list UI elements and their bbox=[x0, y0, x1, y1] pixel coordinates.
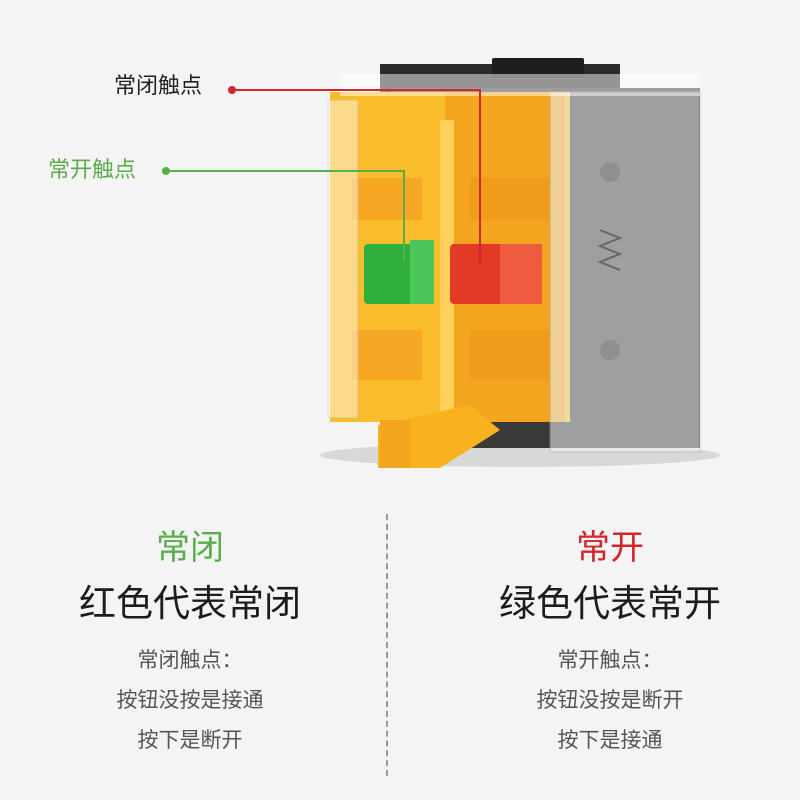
nc-title: 常闭 bbox=[156, 528, 224, 568]
normally-closed-callout: 常闭触点 bbox=[114, 74, 203, 99]
screw-bottom bbox=[600, 340, 620, 360]
no-title: 常开 bbox=[576, 528, 644, 568]
spring bbox=[597, 229, 623, 271]
normally-closed-panel: 常闭 红色代表常闭 常闭触点： 按钮没按是接通 按下是断开 bbox=[0, 528, 380, 760]
slot-1 bbox=[352, 178, 422, 220]
no-desc-line: 按下是接通 bbox=[557, 728, 663, 752]
slot-3 bbox=[352, 330, 422, 380]
dashed-divider bbox=[386, 514, 388, 776]
contact-block-photo bbox=[162, 58, 720, 468]
black-clip bbox=[492, 58, 584, 78]
nc-desc-line: 常闭触点： bbox=[137, 648, 243, 672]
divider-rib bbox=[440, 120, 454, 420]
nc-description: 常闭触点： 按钮没按是接通 按下是断开 bbox=[0, 640, 380, 760]
nc-desc-line: 按下是断开 bbox=[137, 728, 243, 752]
clear-cover-right bbox=[549, 91, 701, 453]
tab-notch bbox=[380, 420, 410, 468]
no-subtitle: 绿色代表常开 bbox=[499, 582, 721, 625]
slot-4 bbox=[470, 330, 550, 380]
screw-top bbox=[600, 162, 620, 182]
nc-subtitle: 红色代表常闭 bbox=[79, 582, 301, 625]
clear-cover-left bbox=[327, 99, 359, 419]
slot-2 bbox=[470, 178, 550, 220]
red-plunger-top bbox=[500, 244, 542, 304]
no-leader bbox=[166, 170, 405, 262]
no-description: 常开触点： 按钮没按是断开 按下是接通 bbox=[420, 640, 800, 760]
normally-open-panel: 常开 绿色代表常开 常开触点： 按钮没按是断开 按下是接通 bbox=[420, 528, 800, 760]
nc-desc-line: 按钮没按是接通 bbox=[116, 688, 264, 712]
clear-cover-top bbox=[340, 74, 700, 96]
nc-leader bbox=[232, 89, 481, 265]
no-desc-line: 按钮没按是断开 bbox=[536, 688, 684, 712]
green-plunger-top bbox=[410, 240, 434, 304]
normally-open-callout: 常开触点 bbox=[48, 158, 137, 183]
no-desc-line: 常开触点： bbox=[557, 648, 663, 672]
